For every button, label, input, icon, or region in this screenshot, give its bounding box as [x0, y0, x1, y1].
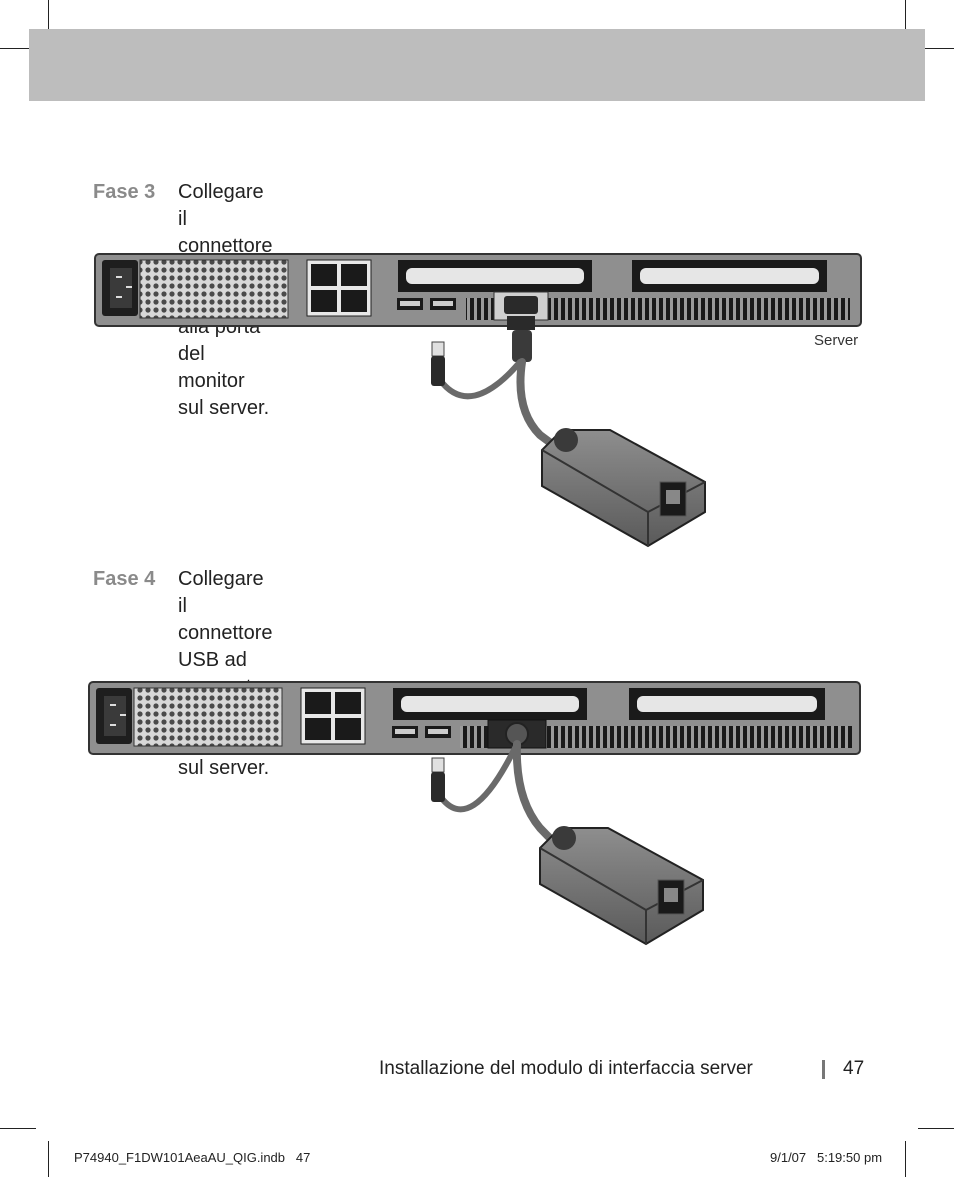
crop-mark: [905, 0, 906, 48]
slug-datetime: 9/1/07 5:19:50 pm: [770, 1150, 883, 1165]
slug-file: P74940_F1DW101AeaAU_QIG.indb 47: [74, 1150, 311, 1165]
figure-usb-connection: [88, 681, 861, 946]
figure-vga-connection: [94, 253, 862, 548]
header-band: [29, 29, 925, 101]
page-number: 47: [843, 1058, 865, 1079]
crop-mark: [0, 48, 36, 49]
footer-divider: [822, 1060, 825, 1079]
step-label: Fase 3: [93, 181, 156, 203]
step-label: Fase 4: [93, 568, 156, 590]
server-label: Server: [814, 332, 859, 349]
crop-mark: [918, 1128, 954, 1129]
crop-mark: [905, 1141, 906, 1177]
crop-mark: [48, 0, 49, 48]
crop-mark: [48, 1141, 49, 1177]
crop-mark: [0, 1128, 36, 1129]
footer-title: Installazione del modulo di interfaccia …: [379, 1058, 753, 1079]
crop-mark: [918, 48, 954, 49]
